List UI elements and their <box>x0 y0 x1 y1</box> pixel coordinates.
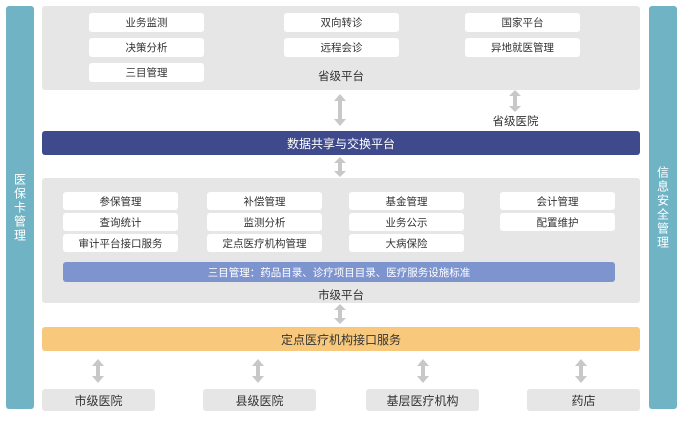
provincial-hospital-label: 省级医院 <box>492 114 539 128</box>
pill-accounting-management: 会计管理 <box>500 192 615 210</box>
bottom-county-hospital-label: 县级医院 <box>235 393 284 408</box>
double-arrow-vertical-icon <box>575 359 587 383</box>
bottom-pharmacy: 药店 <box>527 389 640 411</box>
pill-fund-management: 基金管理 <box>349 192 464 210</box>
pill-two-way-referral: 双向转诊 <box>284 13 399 32</box>
left-sidebar-label: 医保卡管理 <box>12 172 27 243</box>
three-catalog-label: 三目管理：药品目录、诊疗项目目录、医疗服务设施标准 <box>207 266 471 279</box>
bottom-municipal-hospital-label: 市级医院 <box>74 393 123 408</box>
pill-compensation-management: 补偿管理 <box>207 192 322 210</box>
double-arrow-vertical-icon <box>509 90 521 112</box>
three-catalog-band: 三目管理：药品目录、诊疗项目目录、医疗服务设施标准 <box>63 262 615 282</box>
right-sidebar-label: 信息安全管理 <box>655 165 670 250</box>
pill-audit-interface-service: 审计平台接口服务 <box>63 234 178 252</box>
bottom-county-hospital: 县级医院 <box>203 389 316 411</box>
municipal-platform-label: 市级平台 <box>318 288 364 302</box>
designated-institution-interface-label: 定点医疗机构接口服务 <box>280 332 401 347</box>
pill-insurance-enrollment: 参保管理 <box>63 192 178 210</box>
pill-critical-illness-insurance: 大病保险 <box>349 234 464 252</box>
provincial-platform-label: 省级平台 <box>318 69 364 83</box>
double-arrow-vertical-icon <box>92 359 104 383</box>
double-arrow-vertical-icon <box>417 359 429 383</box>
double-arrow-vertical-icon <box>334 157 346 177</box>
double-arrow-vertical-icon <box>334 304 346 324</box>
left-sidebar-medical-card-management: 医保卡管理 <box>6 6 34 409</box>
designated-institution-interface-band: 定点医疗机构接口服务 <box>42 327 640 351</box>
pill-business-publicity: 业务公示 <box>349 213 464 231</box>
pill-remote-consultation: 远程会诊 <box>284 38 399 57</box>
double-arrow-vertical-icon <box>334 94 346 126</box>
pill-designated-institution-management: 定点医疗机构管理 <box>207 234 322 252</box>
pill-configuration-maintenance: 配置维护 <box>500 213 615 231</box>
bottom-pharmacy-label: 药店 <box>571 393 596 408</box>
pill-query-statistics: 查询统计 <box>63 213 178 231</box>
double-arrow-vertical-icon <box>252 359 264 383</box>
data-exchange-platform-label: 数据共享与交换平台 <box>286 136 395 151</box>
pill-national-platform: 国家平台 <box>465 13 580 32</box>
pill-monitoring-analysis: 监测分析 <box>207 213 322 231</box>
right-sidebar-security-management: 信息安全管理 <box>649 6 677 409</box>
bottom-primary-medical-institution-label: 基层医疗机构 <box>386 393 459 408</box>
bottom-municipal-hospital: 市级医院 <box>42 389 155 411</box>
pill-three-catalog-management: 三目管理 <box>89 63 204 82</box>
bottom-primary-medical-institution: 基层医疗机构 <box>366 389 479 411</box>
pill-decision-analysis: 决策分析 <box>89 38 204 57</box>
pill-offsite-medical-management: 异地就医管理 <box>465 38 580 57</box>
pill-business-monitoring: 业务监测 <box>89 13 204 32</box>
data-exchange-platform-band: 数据共享与交换平台 <box>42 131 640 155</box>
